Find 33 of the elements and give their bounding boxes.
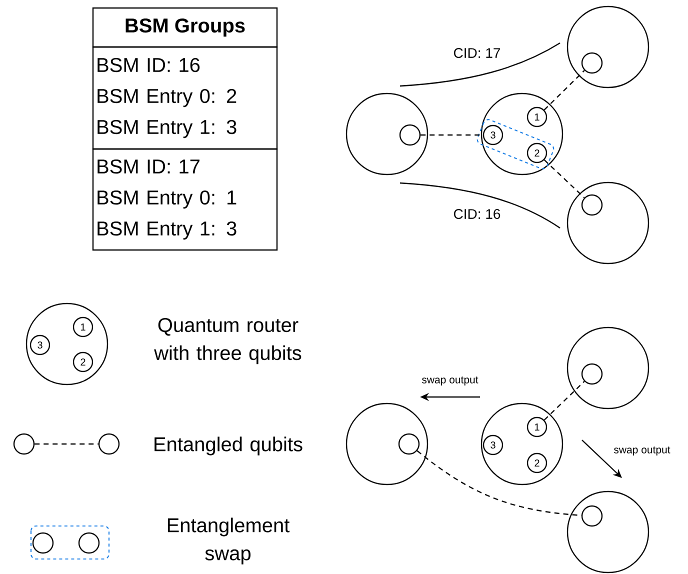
- table-cell: BSM ID: 17 BSM Entry 0: 1 BSM Entry 1: 3: [92, 148, 278, 251]
- qubit-circle: [581, 194, 603, 216]
- qubit-circle: [399, 124, 421, 146]
- table-cell: BSM ID: 16 BSM Entry 0: 2 BSM Entry 1: 3: [92, 46, 278, 150]
- router-circle: [346, 92, 428, 176]
- dashed-line: [544, 160, 585, 198]
- qubit-circle: [581, 363, 603, 385]
- arrow-label: swap output: [422, 376, 478, 386]
- dashed-line: [34, 443, 98, 445]
- legend-text: Entanglement swap: [168, 518, 290, 564]
- curve-label: CID: 16: [454, 209, 500, 219]
- qubit-circle: [32, 532, 54, 554]
- router-circle: [566, 182, 650, 264]
- qubit-circle: [13, 433, 35, 455]
- router-circle: [566, 490, 650, 574]
- router-circle: [566, 6, 650, 88]
- dashed-line: [544, 70, 585, 110]
- arrow-label: swap output: [614, 446, 670, 456]
- router-circle: [480, 402, 564, 486]
- legend-text: Entangled qubits: [154, 436, 302, 456]
- router-circle: [480, 92, 564, 176]
- qubit-circle: [581, 505, 603, 527]
- curve-label: CID: 17: [454, 48, 500, 58]
- router-circle: [566, 326, 650, 410]
- router-circle: [26, 302, 108, 386]
- qubit-circle: [78, 532, 100, 554]
- qubit-circle: [581, 52, 603, 74]
- qubit-circle: [398, 433, 420, 455]
- legend-text: Quantum router with three qubits: [154, 318, 302, 364]
- qubit-circle: [98, 433, 120, 455]
- table-header: BSM Groups: [92, 7, 278, 48]
- dashed-line: [544, 380, 585, 420]
- router-circle: [346, 402, 428, 486]
